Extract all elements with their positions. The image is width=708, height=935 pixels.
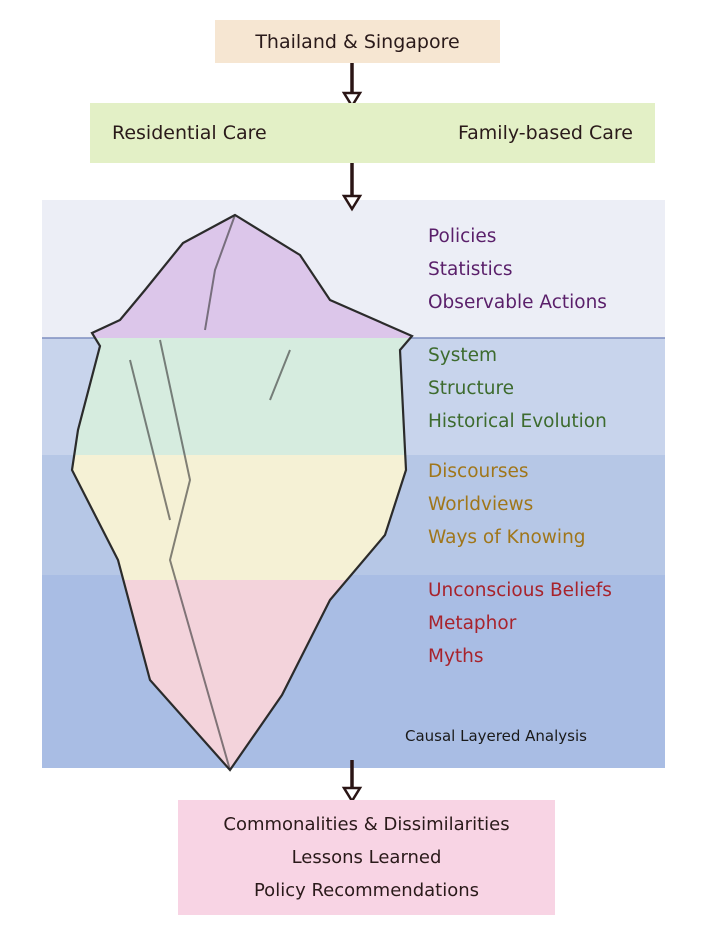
layer-item: Ways of Knowing <box>428 527 586 548</box>
layer-discourse: Discourses Worldviews Ways of Knowing <box>0 455 708 555</box>
layer-item: Metaphor <box>428 613 517 634</box>
layer-myth: Unconscious Beliefs Metaphor Myths <box>0 574 708 674</box>
layer-item: Historical Evolution <box>428 411 607 432</box>
iceberg-caption: Causal Layered Analysis <box>405 727 587 745</box>
output-line: Policy Recommendations <box>253 880 480 901</box>
layer-item: Policies <box>428 226 497 247</box>
layer-item: Myths <box>428 646 484 667</box>
layer-item: Observable Actions <box>428 292 607 313</box>
iceberg-outline <box>70 213 414 772</box>
layer-item: System <box>428 345 497 366</box>
transition-box: Residential Care Family-based Care <box>90 103 655 163</box>
source-box: Thailand & Singapore <box>215 20 500 63</box>
to-label: Family-based Care <box>457 122 633 144</box>
layer-litany: Policies Statistics Observable Actions <box>0 220 708 320</box>
layer-item: Unconscious Beliefs <box>428 580 612 601</box>
output-box: Commonalities & Dissimilarities Lessons … <box>178 800 555 915</box>
layer-system: System Structure Historical Evolution <box>0 339 708 439</box>
layer-item: Worldviews <box>428 494 534 515</box>
from-label: Residential Care <box>112 122 267 144</box>
layer-item: Statistics <box>428 259 513 280</box>
arrows <box>341 63 363 804</box>
source-label: Thailand & Singapore <box>255 30 460 53</box>
layer-item: Structure <box>428 378 515 399</box>
output-line: Lessons Learned <box>291 847 442 868</box>
output-line: Commonalities & Dissimilarities <box>223 814 510 835</box>
layer-item: Discourses <box>428 461 529 482</box>
